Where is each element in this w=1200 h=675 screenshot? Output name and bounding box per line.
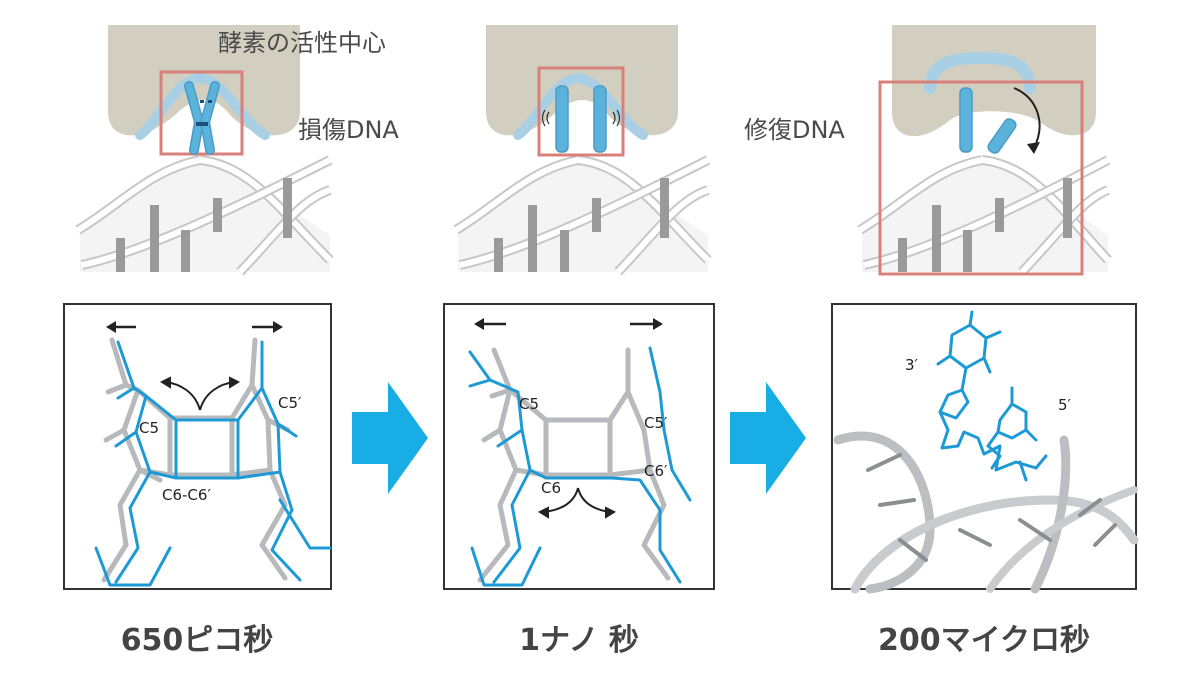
label-3-prime: 3′ [905, 356, 919, 374]
enzyme-2 [486, 25, 678, 140]
double-curved-arrow-icon [159, 376, 241, 411]
time-label-650ps: 650ピコ秒 [121, 623, 274, 658]
active-site-label: 酵素の活性中心 [218, 29, 386, 57]
left-arrow-icon [106, 321, 136, 333]
label-c5-prime: C5′ [644, 414, 668, 432]
highlight-box-2 [537, 66, 625, 157]
top-panel-damaged: 酵素の活性中心 損傷DNA [75, 25, 399, 276]
nucleotide-pair-model [936, 310, 1048, 482]
top-panel-repaired: 修復DNA [744, 25, 1112, 276]
right-arrow-icon [630, 318, 663, 330]
right-arrow-icon [730, 382, 806, 494]
label-c6-c6-prime: C6-C6′ [162, 486, 211, 504]
highlight-box-1 [159, 70, 244, 156]
damaged-dna-label: 損傷DNA [298, 116, 399, 144]
separating-bases-2 [541, 85, 621, 153]
time-label-200us: 200マイクロ秒 [878, 623, 1090, 658]
label-c6: C6 [541, 479, 561, 497]
label-c5: C5 [519, 395, 539, 413]
rotation-arrow-icon [1013, 87, 1041, 154]
structure-panel-1ns: C5 C5′ C6 C6′ [443, 303, 715, 590]
dna-helix-2 [453, 155, 712, 276]
left-arrow-icon [474, 318, 506, 330]
repaired-bases-3 [959, 87, 1017, 154]
dimer-bases-1 [184, 81, 220, 155]
model-grey-1 [101, 337, 291, 583]
dna-helix-3 [857, 155, 1112, 276]
dna-backbone-ribbon [833, 431, 1139, 594]
model-blue-2 [468, 346, 692, 587]
double-curved-arrow-icon [537, 487, 617, 519]
model-blue-1 [94, 340, 332, 587]
structure-panel-200us: 3′ 5′ [831, 303, 1139, 594]
right-arrow-icon [252, 321, 283, 333]
enzyme-1 [108, 25, 300, 140]
right-arrow-icon [352, 382, 428, 494]
label-c5: C5 [139, 419, 159, 437]
dna-helix-1 [75, 155, 334, 276]
top-panel-middle [453, 25, 712, 276]
label-c5-prime: C5′ [278, 394, 302, 412]
structure-panel-650ps: C5 C5′ C6-C6′ [63, 303, 332, 590]
time-label-1ns: 1ナノ 秒 [519, 623, 639, 658]
label-c6-prime: C6′ [644, 462, 668, 480]
label-5-prime: 5′ [1058, 396, 1072, 414]
highlight-box-3 [878, 80, 1084, 276]
repaired-dna-label: 修復DNA [744, 116, 845, 144]
